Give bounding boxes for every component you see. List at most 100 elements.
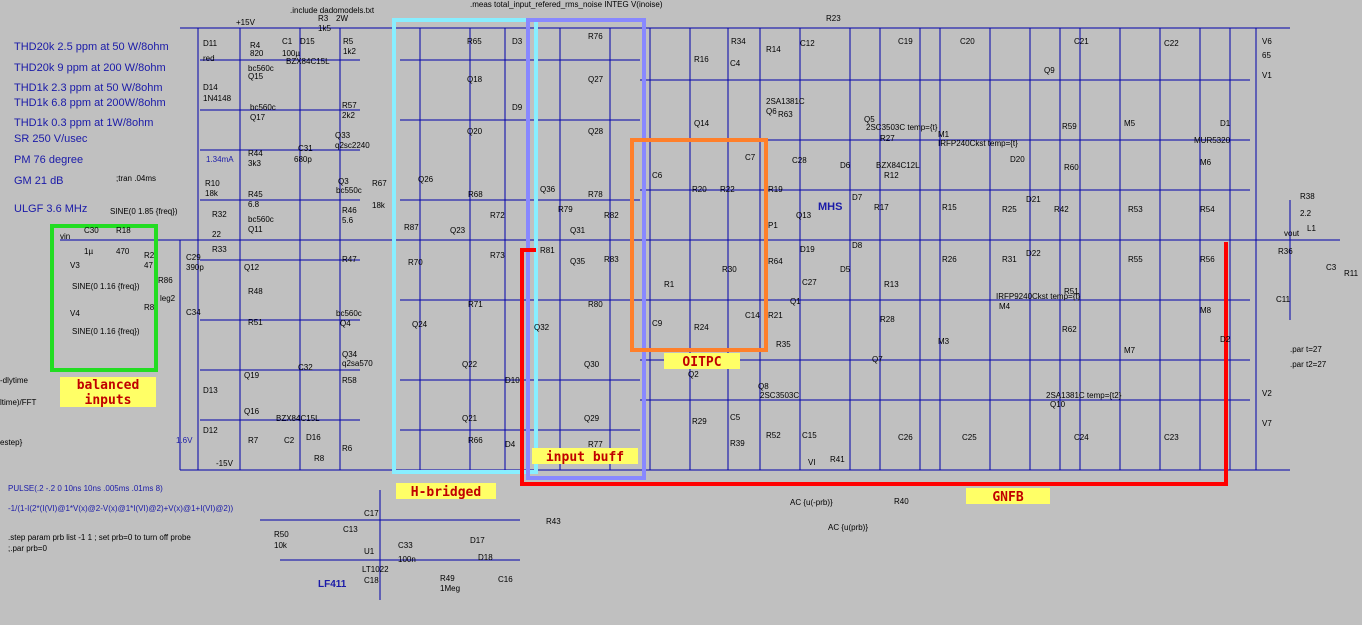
component-label: D10: [505, 376, 520, 385]
component-label: D22: [1026, 249, 1041, 258]
component-label: R30: [722, 265, 737, 274]
component-label: C30: [84, 226, 99, 235]
hbridged-label: H-bridged: [411, 485, 481, 500]
component-label: R17: [874, 203, 889, 212]
component-label: 2W: [336, 14, 348, 23]
component-label: D2: [1220, 335, 1231, 344]
component-label: M5: [1124, 119, 1136, 128]
component-label: R54: [1200, 205, 1215, 214]
component-label: D8: [852, 241, 863, 250]
component-label: 2.2: [1300, 209, 1312, 218]
component-label: 1N4148: [203, 94, 232, 103]
spec-line: THD20k 2.5 ppm at 50 W/8ohm: [14, 41, 169, 53]
component-label: 5.6: [342, 216, 354, 225]
spec-line: THD20k 9 ppm at 200 W/8ohm: [14, 62, 166, 74]
component-label: Q20: [467, 127, 483, 136]
probe-formula: -1/(1-I(2*(I(VI)@1*V(x)@2-V(x)@1*I(VI)@2…: [8, 504, 234, 513]
step-directive: .step param prb list -1 1 ; set prb=0 to…: [8, 533, 191, 542]
component-label: R29: [692, 417, 707, 426]
component-label: Q16: [244, 407, 260, 416]
component-label: Q13: [796, 211, 812, 220]
component-label: R76: [588, 32, 603, 41]
component-label: R39: [730, 439, 745, 448]
component-label: R59: [1062, 122, 1077, 131]
meas-directive: .meas total_input_refered_rms_noise INTE…: [470, 0, 663, 9]
component-label: D9: [512, 103, 523, 112]
component-label: R1: [664, 280, 675, 289]
tran-directive: ;tran .04ms: [116, 174, 156, 183]
component-label: R87: [404, 223, 419, 232]
component-label: D20: [1010, 155, 1025, 164]
component-label: R20: [692, 185, 707, 194]
component-label: R47: [342, 255, 357, 264]
component-label: 18k: [205, 189, 219, 198]
component-label: R72: [490, 211, 505, 220]
spec-line: ULGF 3.6 MHz: [14, 203, 87, 215]
component-label: AC {u(-prb)}: [790, 498, 833, 507]
component-label: R34: [731, 37, 746, 46]
spec-line: THD1k 2.3 ppm at 50 W/8ohm: [14, 82, 163, 94]
component-label: C15: [802, 431, 817, 440]
component-label: R50: [274, 530, 289, 539]
component-label: R56: [1200, 255, 1215, 264]
component-label: V1: [1262, 71, 1272, 80]
component-label: R26: [942, 255, 957, 264]
component-label: M3: [938, 337, 950, 346]
component-label: R68: [468, 190, 483, 199]
component-label: 10k: [274, 541, 288, 550]
component-label: BZX84C12L: [876, 161, 920, 170]
component-label: R58: [342, 376, 357, 385]
component-label: R81: [540, 246, 555, 255]
component-label: R31: [1002, 255, 1017, 264]
component-label: R40: [894, 497, 909, 506]
component-label: M8: [1200, 306, 1212, 315]
component-label: C5: [730, 413, 741, 422]
component-label: R79: [558, 205, 573, 214]
component-label: 22: [212, 230, 221, 239]
component-label: C32: [298, 363, 313, 372]
component-label: C25: [962, 433, 977, 442]
component-label: R86: [158, 276, 173, 285]
component-label: P1: [768, 221, 778, 230]
component-label: R11: [1344, 269, 1359, 278]
component-label: R43: [546, 517, 561, 526]
balanced-inputs-box: [50, 224, 158, 372]
component-label: R80: [588, 300, 603, 309]
component-label: R5: [343, 37, 354, 46]
component-label: R2: [144, 251, 155, 260]
hbridged-badge: [396, 483, 496, 499]
component-label: Q27: [588, 75, 604, 84]
component-label: bc560c: [336, 309, 362, 318]
component-label: R55: [1128, 255, 1143, 264]
component-label: bc560c: [248, 215, 274, 224]
component-label: D15: [300, 37, 315, 46]
component-label: V3: [70, 261, 80, 270]
component-label: Q4: [340, 319, 351, 328]
component-label: 820: [250, 49, 264, 58]
component-label: C4: [730, 59, 741, 68]
component-label: R64: [768, 257, 783, 266]
component-label: R10: [205, 179, 220, 188]
component-label: R51: [248, 318, 263, 327]
component-label: Q15: [248, 72, 264, 81]
component-label: R82: [604, 211, 619, 220]
spec-line: PM 76 degree: [14, 154, 83, 166]
component-label: R42: [1054, 205, 1069, 214]
component-label: 1Meg: [440, 584, 460, 593]
component-label: IRFP240Ckst temp={t}: [938, 139, 1018, 148]
component-label: 2SA1381C: [766, 97, 805, 106]
component-label: R45: [248, 190, 263, 199]
component-label: Q31: [570, 226, 586, 235]
minus15-label: -15V: [216, 459, 234, 468]
component-label: 2SA1381C temp={t2}: [1046, 391, 1122, 400]
include-directive: .include dadomodels.txt: [290, 6, 375, 15]
pulse-directive: PULSE(.2 -.2 0 10ns 10ns .005ms .01ms 8): [8, 484, 163, 493]
component-label: vout: [1284, 229, 1300, 238]
component-label: Q35: [570, 257, 586, 266]
component-label: 18k: [372, 201, 386, 210]
component-label: C27: [802, 278, 817, 287]
component-label: D13: [203, 386, 218, 395]
component-label: LT1022: [362, 565, 389, 574]
component-label: 3k3: [248, 159, 261, 168]
